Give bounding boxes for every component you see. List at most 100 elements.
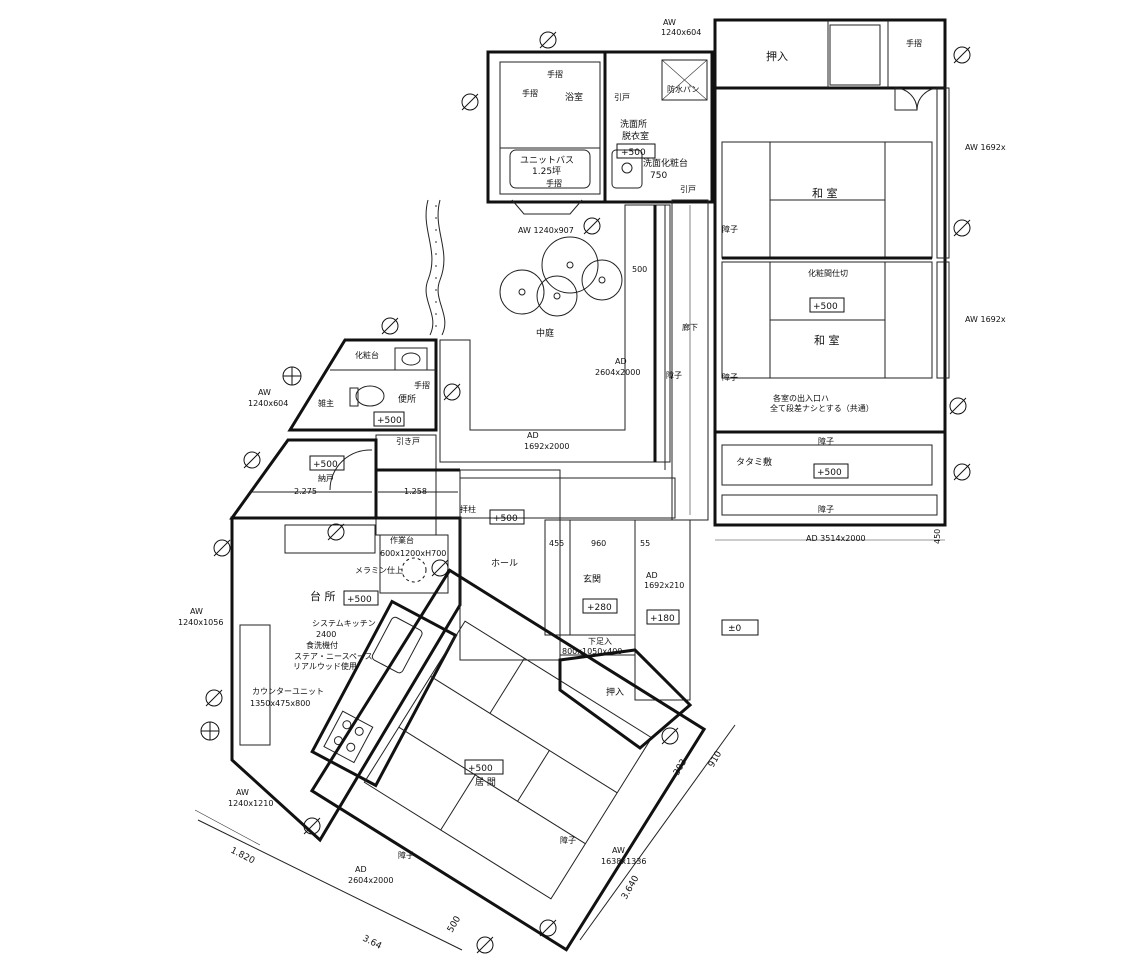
shoji-living-low-label: 障子: [398, 850, 414, 860]
aw-right-1-label: AW 1692x: [965, 143, 1006, 152]
ad-1692b-label: AD: [646, 571, 658, 580]
toilet-label: 便所: [398, 393, 416, 405]
hall: [459, 469, 676, 661]
hikido-top-label: 引戸: [614, 93, 630, 102]
aw-left-top-size: 1240x604: [248, 399, 288, 408]
vanity-label: 洗面化粧台: [643, 157, 688, 169]
aw-top-label: AW: [663, 18, 676, 27]
real-wood-label: リアルウッド使用: [293, 661, 357, 671]
bath-tebukuro-label: 手摺: [522, 88, 538, 98]
haishira-label: 拝柱: [460, 504, 476, 514]
dim-2275: 2.275: [294, 487, 317, 496]
geta-size: 800x1050x400: [562, 647, 622, 656]
corridor: [671, 199, 709, 521]
bath-tebukuro-low: 手摺: [546, 178, 562, 188]
dimension-lines: [194, 491, 945, 951]
nando-level: +500: [313, 460, 338, 470]
syskitchen-len: 2400: [316, 630, 336, 639]
hikido-toilet-label: 引き戸: [396, 437, 420, 446]
tree-icon: [499, 236, 623, 317]
geta-label: 下足入: [588, 637, 612, 646]
ventilation-circle-icon: [205, 31, 971, 954]
tatami-level: +500: [817, 468, 842, 478]
aw-left-mid-label: AW: [190, 607, 203, 616]
bath-tebukuro-top: 手摺: [547, 69, 563, 79]
door-swing-icon: [894, 87, 918, 111]
shoji-upper-label: 障子: [722, 224, 738, 234]
dim-500-low: 500: [446, 914, 463, 934]
aw-living-r-size: 1638x1336: [601, 857, 646, 866]
aw-left-mid-size: 1240x1056: [178, 618, 223, 627]
dressing-label: 脱衣室: [622, 130, 649, 142]
stair-space-label: ステア・ニースペース: [294, 652, 373, 661]
hall-label: ホール: [491, 558, 518, 569]
oshiire-top-label: 押入: [766, 49, 788, 63]
aw-left-low-size: 1240x1210: [228, 799, 273, 808]
genkan-level: +280: [587, 603, 612, 613]
aw-living-r-label: AW: [612, 846, 625, 855]
keshoujikiri-label: 化粧間仕切: [808, 268, 848, 278]
shoji-corr-label: 障子: [666, 370, 682, 380]
melamine-label: メラミン仕上: [355, 565, 403, 575]
note-line-1: 各室の出入口ハ: [773, 393, 829, 403]
ad-1692-label: AD: [527, 431, 539, 440]
note-line-2: 全て段差ナシとする（共通）: [770, 403, 874, 413]
washitsu-level: +500: [813, 302, 838, 312]
washitsu-lower-label: 和 室: [814, 333, 840, 347]
ad-2604-size: 2604x2000: [595, 368, 640, 377]
courtyard-label: 中庭: [536, 327, 554, 339]
washroom-level: +500: [621, 148, 646, 158]
syskitchen-note: 食洗機付: [306, 640, 338, 650]
syskitchen-label: システムキッチン: [312, 619, 376, 628]
oshiire-mid: [558, 648, 693, 750]
kitchen-label: 台 所: [310, 589, 336, 603]
courtyard: [425, 199, 671, 470]
dim-500-court: 500: [632, 265, 647, 274]
counter-size: 1350x475x800: [250, 699, 310, 708]
dim-455: 455: [549, 539, 564, 548]
counter-unit-label: カウンターユニット: [252, 687, 324, 696]
dim-960: 960: [591, 539, 606, 548]
toilet-pillar-label: 雑主: [318, 398, 334, 408]
bath-label: 浴室: [565, 91, 583, 103]
genkan: [544, 519, 691, 701]
shoji-living-label: 障子: [560, 835, 576, 845]
aw-left-top-label: AW: [258, 388, 271, 397]
dim-303: 303: [672, 758, 689, 778]
ground-level: ±0: [728, 624, 742, 634]
ad-living-size: 2604x2000: [348, 876, 393, 885]
room-labels: 押入 手摺 AW 1240x604 手摺 浴室 引戸 手摺 防水パン 洗面所 脱…: [178, 18, 1006, 952]
unit-bath-size: 1.25坪: [532, 166, 561, 177]
toilet-icon: [355, 385, 385, 407]
stair-icon: [829, 24, 881, 86]
cross-circle-icon: [200, 366, 302, 741]
ad-1692-size: 1692x2000: [524, 442, 569, 451]
bath-block: [486, 50, 714, 215]
toilet-level: +500: [377, 416, 402, 426]
toilet-tebukuro-label: 手摺: [414, 380, 430, 390]
aw-left-low-label: AW: [236, 788, 249, 797]
aw-top-size: 1240x604: [661, 28, 701, 37]
dim-1258: 1.258: [404, 487, 427, 496]
ad-3514-label: AD 3514x2000: [806, 534, 866, 543]
sink-icon: [611, 149, 643, 189]
tebukuro-top-label: 手摺: [906, 38, 922, 48]
aw-right-2-label: AW 1692x: [965, 315, 1006, 324]
dim-1820: 1.820: [229, 846, 257, 867]
washroom-label: 洗面所: [620, 118, 647, 130]
shoji-bottom-label: 障子: [818, 504, 834, 514]
ad-living-label: AD: [355, 865, 367, 874]
hall-level: +500: [493, 514, 518, 524]
genkan-label: 玄関: [583, 573, 601, 585]
dim-3640b: 3.64: [361, 934, 384, 952]
living-level: +500: [468, 764, 493, 774]
dim-55: 55: [640, 539, 650, 548]
kitchen: [230, 516, 462, 843]
tatami-label: タタミ敷: [736, 456, 772, 468]
workbench-size: 600x1200xH700: [380, 549, 446, 558]
kitchen-level: +500: [347, 595, 372, 605]
oshiire-mid-label: 押入: [606, 686, 624, 698]
living-room: [309, 568, 707, 952]
corridor-label: 廊下: [682, 322, 698, 332]
